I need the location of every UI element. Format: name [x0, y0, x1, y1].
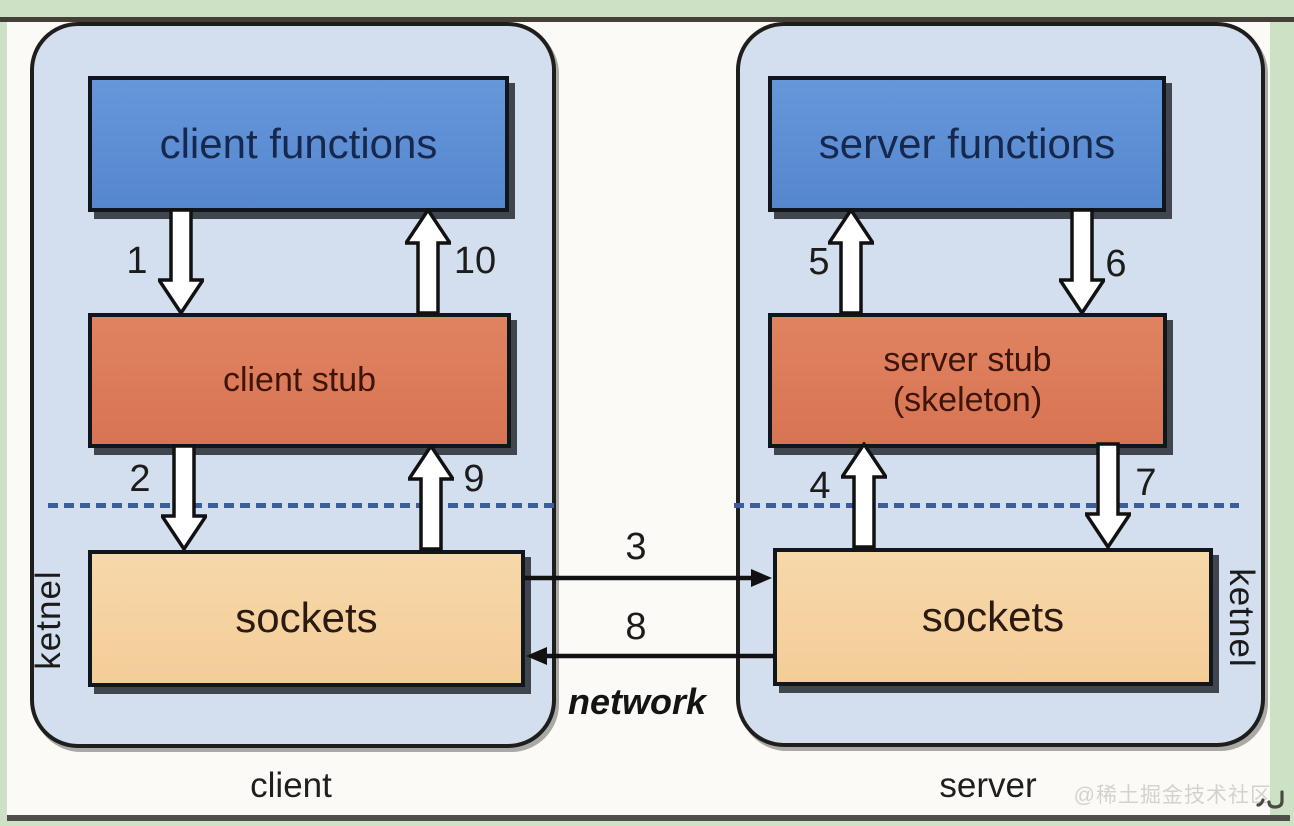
step-label-6: 6	[1105, 242, 1127, 285]
client-sockets-box: sockets	[88, 550, 525, 687]
server-functions-label: server functions	[818, 119, 1116, 167]
server-sockets-label: sockets	[921, 592, 1065, 640]
arrow-up-step4-icon	[841, 442, 887, 549]
network-label: network	[567, 681, 707, 722]
server-panel-caption: server	[939, 766, 1037, 805]
client-stub-label: client stub	[222, 360, 377, 399]
server-stub-box: server stub (skeleton)	[768, 313, 1167, 448]
arrow-right-step3-icon	[525, 566, 773, 590]
server-stub-label-line1: server stub	[883, 341, 1052, 380]
step-label-2: 2	[129, 457, 151, 500]
server-kernel-label: ketnel	[1222, 568, 1261, 668]
arrow-up-step9-icon	[408, 444, 454, 551]
arrow-down-step2-icon	[161, 444, 207, 551]
arrow-down-step1-icon	[158, 208, 204, 315]
step-label-7: 7	[1135, 461, 1157, 504]
step-label-9: 9	[463, 457, 485, 500]
server-stub-label-line2: (skeleton)	[892, 380, 1043, 419]
step-label-8: 8	[625, 605, 647, 648]
client-functions-label: client functions	[159, 119, 438, 167]
client-stub-box: client stub	[88, 313, 511, 448]
server-kernel-boundary-dashed-line	[734, 503, 1239, 508]
watermark: @稀土掘金技术社区	[1073, 784, 1272, 807]
client-kernel-label: ketnel	[29, 570, 68, 670]
step-label-10: 10	[453, 239, 497, 282]
step-label-3: 3	[625, 525, 647, 568]
client-kernel-boundary-dashed-line	[48, 503, 556, 508]
bottom-divider-line	[7, 815, 1290, 821]
arrow-up-step5-icon	[828, 208, 874, 315]
arrow-down-step6-icon	[1059, 208, 1105, 315]
client-sockets-label: sockets	[235, 594, 378, 642]
step-label-1: 1	[126, 239, 148, 282]
arrow-left-step8-icon	[525, 644, 773, 668]
client-functions-box: client functions	[88, 76, 509, 212]
step-label-5: 5	[808, 240, 830, 283]
step-label-4: 4	[809, 464, 831, 507]
client-panel-caption: client	[250, 766, 332, 805]
arrow-down-step7-icon	[1085, 442, 1131, 549]
corner-cursor-artifact-icon	[1256, 789, 1288, 813]
top-divider-line	[0, 17, 1294, 22]
server-functions-box: server functions	[768, 76, 1166, 212]
server-stub-label: server stub (skeleton)	[883, 341, 1051, 419]
server-sockets-box: sockets	[773, 548, 1213, 686]
arrow-up-step10-icon	[405, 208, 451, 315]
